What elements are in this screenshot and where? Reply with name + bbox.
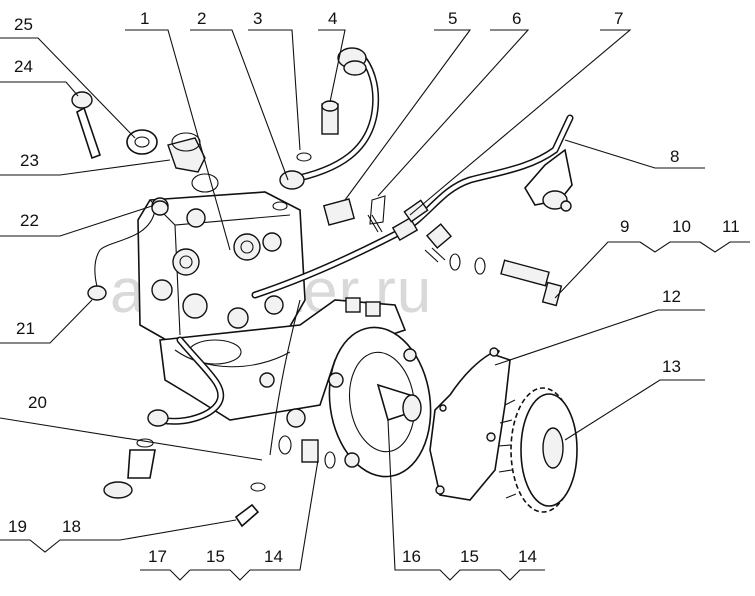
label-19: 19 [8, 517, 27, 536]
label-23: 23 [20, 151, 39, 170]
label-11: 11 [722, 217, 740, 236]
connector-fittings [322, 195, 453, 263]
label-14-left: 14 [264, 547, 283, 566]
label-14-right: 14 [518, 547, 537, 566]
union-23 [167, 132, 219, 193]
label-15-right: 15 [460, 547, 479, 566]
label-10: 10 [672, 217, 691, 236]
label-18: 18 [62, 517, 81, 536]
label-15-left: 15 [206, 547, 225, 566]
drive-gear [497, 387, 578, 513]
gasket [429, 347, 511, 501]
label-5: 5 [448, 9, 457, 28]
oil-line [87, 200, 301, 456]
label-25: 25 [14, 15, 33, 34]
label-3: 3 [253, 9, 262, 28]
bolt-and-washers [449, 253, 563, 307]
label-22: 22 [20, 211, 39, 230]
label-7: 7 [614, 9, 623, 28]
banjo-bolt-lower [103, 449, 266, 528]
label-6: 6 [512, 9, 521, 28]
label-4: 4 [328, 9, 337, 28]
label-17: 17 [148, 547, 167, 566]
lower-fittings [278, 435, 336, 469]
label-1: 1 [140, 9, 149, 28]
label-20: 20 [28, 393, 47, 412]
label-21: 21 [16, 319, 35, 338]
label-13: 13 [662, 357, 681, 376]
label-24: 24 [14, 57, 33, 76]
label-12: 12 [662, 287, 681, 306]
label-8: 8 [670, 147, 679, 166]
label-9: 9 [620, 217, 629, 236]
washer-25 [126, 129, 158, 155]
banjo-bolt-upper [272, 100, 339, 211]
leader-lines [0, 29, 750, 581]
label-2: 2 [197, 9, 206, 28]
label-16: 16 [402, 547, 421, 566]
part-number-labels: 1 2 3 4 5 6 7 8 9 10 11 12 13 17 15 14 1… [8, 9, 740, 566]
upper-pipe [279, 47, 380, 190]
bolt-24 [71, 91, 102, 160]
elbow-fitting [524, 148, 573, 212]
